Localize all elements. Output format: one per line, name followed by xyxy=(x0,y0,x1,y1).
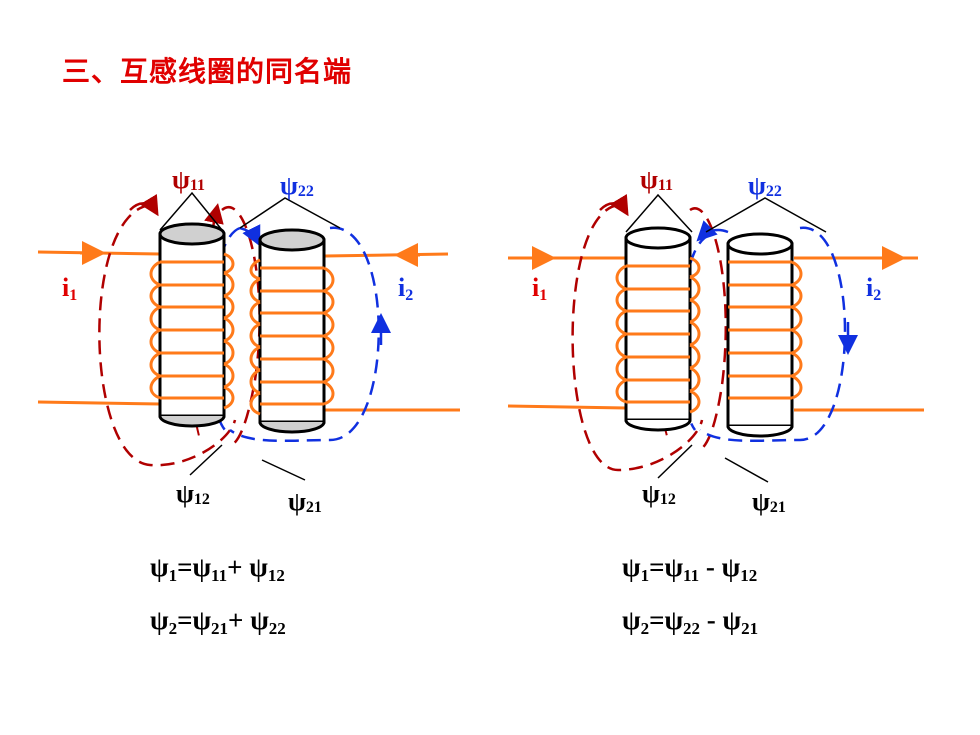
left-leader-bot-12 xyxy=(189,444,223,476)
right-label-psi11: ψ11 xyxy=(640,165,673,194)
right-core-1-bottom xyxy=(624,419,692,432)
right-label-i1: i1 xyxy=(532,273,547,304)
right-core-2-bottom xyxy=(726,425,794,438)
left-diagram xyxy=(37,191,460,481)
left-leader-top-11 xyxy=(159,191,223,231)
left-flux-22-outer xyxy=(229,226,380,443)
left-label-i1: i1 xyxy=(62,273,77,304)
right-equation-2: ψ2=ψ22 - ψ21 xyxy=(622,605,759,638)
left-core-2-top xyxy=(258,228,326,252)
right-leader-bot-21 xyxy=(724,457,769,483)
right-leader-bot-12 xyxy=(657,444,693,479)
right-leader-top-11 xyxy=(625,193,693,233)
left-flux-11-outer xyxy=(98,203,237,467)
right-leader-top-22 xyxy=(705,197,827,233)
right-equation-1: ψ1=ψ11 - ψ12 xyxy=(622,552,758,585)
right-coil-1-windings xyxy=(615,256,701,414)
left-flux-11-arrow xyxy=(129,193,159,217)
right-wire-1-bottom xyxy=(507,404,627,410)
left-label-i2: i2 xyxy=(398,273,413,304)
right-core-1-top xyxy=(624,226,692,250)
right-core-2-body xyxy=(726,242,794,428)
left-wire-1-bottom xyxy=(37,400,161,406)
left-core-1-bottom xyxy=(158,415,226,428)
right-core-1-body xyxy=(624,236,692,422)
left-core-2-bottom xyxy=(258,421,326,434)
right-label-i2: i2 xyxy=(866,273,881,304)
right-label-psi12: ψ12 xyxy=(642,479,676,508)
left-leader-top-22 xyxy=(239,197,341,229)
left-core-1-top xyxy=(158,222,226,246)
right-core-2-top xyxy=(726,232,794,256)
right-label-psi22: ψ22 xyxy=(748,171,782,200)
left-coil-2-windings xyxy=(249,258,335,416)
left-equation-1: ψ1=ψ11+ ψ12 xyxy=(150,552,285,585)
left-label-psi21: ψ21 xyxy=(288,487,322,516)
left-label-psi11: ψ11 xyxy=(172,165,205,194)
right-label-psi21: ψ21 xyxy=(752,487,786,516)
left-flux-22-arrow xyxy=(239,224,261,247)
page-title: 三、互感线圈的同名端 xyxy=(62,55,353,88)
left-wire-2-top xyxy=(324,252,449,258)
right-flux-22-outer xyxy=(699,226,847,443)
right-diagram xyxy=(507,193,924,483)
left-label-psi12: ψ12 xyxy=(176,479,210,508)
right-flux-22-arrow xyxy=(696,220,729,242)
left-equation-2: ψ2=ψ21+ ψ22 xyxy=(150,605,286,638)
right-flux-11-arrow xyxy=(599,193,629,217)
left-core-2-body xyxy=(258,238,326,424)
left-coil-1-windings xyxy=(149,252,235,410)
left-label-psi22: ψ22 xyxy=(280,171,314,200)
right-flux-11-inner xyxy=(689,207,728,452)
right-flux-11-outer xyxy=(571,203,704,472)
right-coil-2-windings xyxy=(728,260,803,400)
left-leader-bot-21 xyxy=(261,459,306,481)
